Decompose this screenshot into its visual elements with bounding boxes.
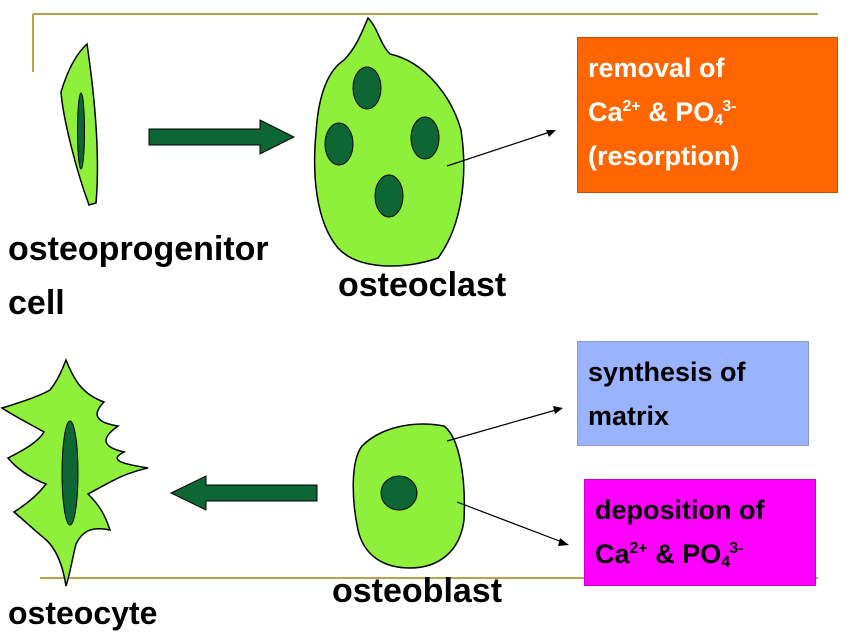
phosphate-charge: 3- xyxy=(722,98,737,115)
phosphate-charge: 3- xyxy=(729,540,744,557)
osteoblast-nucleus xyxy=(380,475,418,511)
osteoprogenitor-nucleus xyxy=(77,92,85,170)
calcium-symbol: Ca xyxy=(588,97,623,127)
osteoblast-pointer-synthesis xyxy=(446,409,557,442)
osteoclast-nucleus-3 xyxy=(410,116,440,160)
phosphate-symbol: & PO xyxy=(640,97,715,127)
synthesis-line-1: synthesis of xyxy=(588,357,746,387)
calcium-symbol: Ca xyxy=(595,539,630,569)
synthesis-box: synthesis of matrix xyxy=(577,341,809,446)
osteoblast-label: osteoblast xyxy=(332,572,503,610)
osteoclast-label: osteoclast xyxy=(338,266,507,304)
resorption-box: removal of Ca2+ & PO43- (resorption) xyxy=(577,37,838,193)
cell-label: cell xyxy=(8,284,65,322)
phosphate-symbol: & PO xyxy=(647,539,722,569)
osteoclast-pointer xyxy=(446,131,551,167)
osteocyte-label: osteocyte xyxy=(8,595,158,631)
osteocyte-nucleus xyxy=(61,420,79,526)
phosphate-subscript: 4 xyxy=(721,554,731,571)
osteoclast-pointer-head xyxy=(546,130,556,137)
calcium-charge: 2+ xyxy=(622,98,641,115)
osteoblast-pointer-deposition xyxy=(456,501,563,543)
resorption-line-2: Ca2+ & PO43- xyxy=(588,90,827,134)
osteoclast-nucleus-4 xyxy=(374,174,404,218)
resorption-line-3: (resorption) xyxy=(588,141,740,171)
arrow-to-osteoclast xyxy=(148,119,296,155)
calcium-charge: 2+ xyxy=(629,540,648,557)
osteoblast-pointer-deposition-head xyxy=(558,538,569,546)
deposition-box: deposition of Ca2+ & PO43- xyxy=(584,479,816,586)
resorption-line-1: removal of xyxy=(588,53,725,83)
phosphate-subscript: 4 xyxy=(714,112,724,129)
deposition-line-2: Ca2+ & PO43- xyxy=(595,532,805,576)
osteoclast-cell xyxy=(313,16,465,267)
osteoprogenitor-label: osteoprogenitor xyxy=(8,230,269,268)
osteoblast-pointer-synthesis-head xyxy=(553,406,563,414)
arrow-to-osteocyte xyxy=(169,475,318,511)
deposition-line-1: deposition of xyxy=(595,495,765,525)
osteoclast-nucleus-2 xyxy=(324,122,354,166)
synthesis-line-2: matrix xyxy=(588,401,670,431)
osteoclast-nucleus-1 xyxy=(352,66,382,110)
